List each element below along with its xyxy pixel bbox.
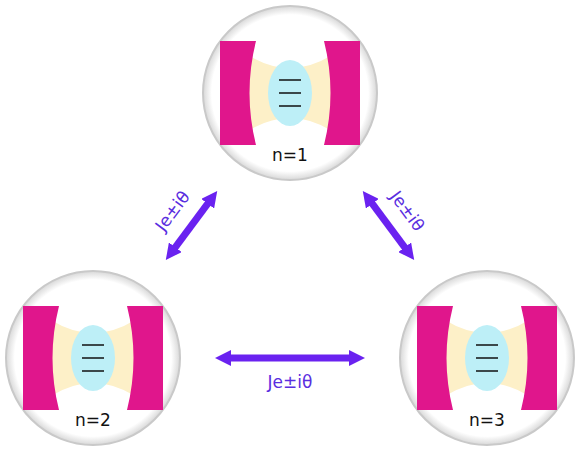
site-label: n=1 — [200, 145, 380, 165]
cavity-node: n=2 — [3, 268, 183, 448]
site-label: n=3 — [397, 410, 577, 430]
coupling-label: Je±iθ — [268, 372, 313, 392]
cavity-node: n=3 — [397, 268, 577, 448]
cavity-node: n=1 — [200, 3, 380, 183]
coupling-arrow — [229, 355, 351, 362]
site-label: n=2 — [3, 410, 183, 430]
